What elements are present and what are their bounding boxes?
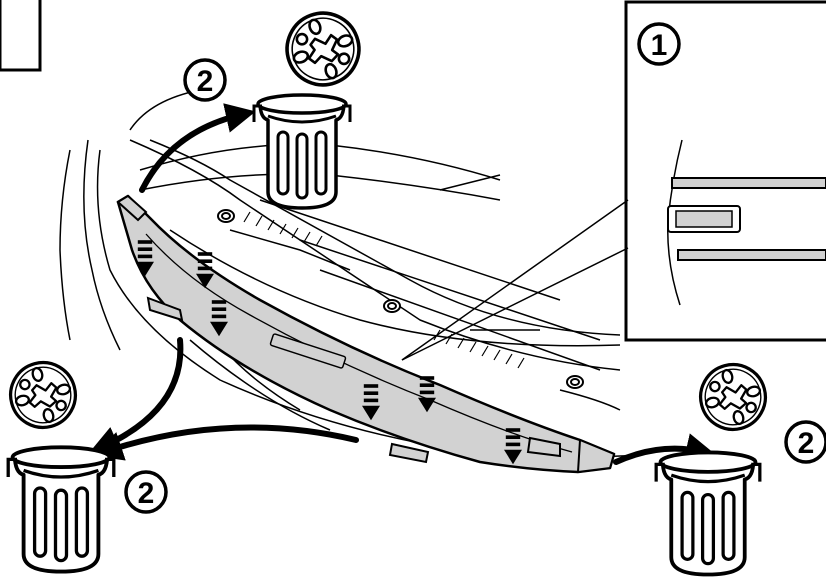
frame-fragment-left — [0, 0, 42, 72]
curved-arrow-icon — [613, 433, 716, 465]
hatching — [243, 211, 525, 369]
curved-arrow-icon — [139, 103, 256, 193]
bolt-holes — [217, 209, 584, 389]
callout-step-two-right-label: 2 — [798, 427, 815, 460]
detail-inset — [624, 0, 826, 342]
callout-step-two-top-label: 2 — [197, 65, 214, 98]
trash-bin-icon — [654, 450, 762, 577]
callout-step-one: 1 — [637, 22, 681, 66]
callout-step-two-left-label: 2 — [138, 477, 155, 510]
callout-step-one-label: 1 — [651, 29, 668, 62]
plastic-clip-icon — [1, 353, 85, 437]
trash-bin-icon — [8, 447, 114, 571]
callout-step-two-top: 2 — [183, 58, 227, 102]
plastic-clip-icon — [691, 355, 775, 439]
callout-step-two-right: 2 — [784, 420, 826, 464]
curved-arrow-icon — [92, 424, 359, 461]
callout-step-two-left: 2 — [124, 470, 168, 514]
trash-bin-icon — [252, 93, 352, 210]
leader-lines — [401, 199, 629, 361]
trim-strip — [116, 194, 616, 474]
curved-arrows — [89, 103, 716, 465]
plastic-clip-icon — [275, 1, 371, 97]
curved-arrow-icon — [89, 337, 184, 455]
